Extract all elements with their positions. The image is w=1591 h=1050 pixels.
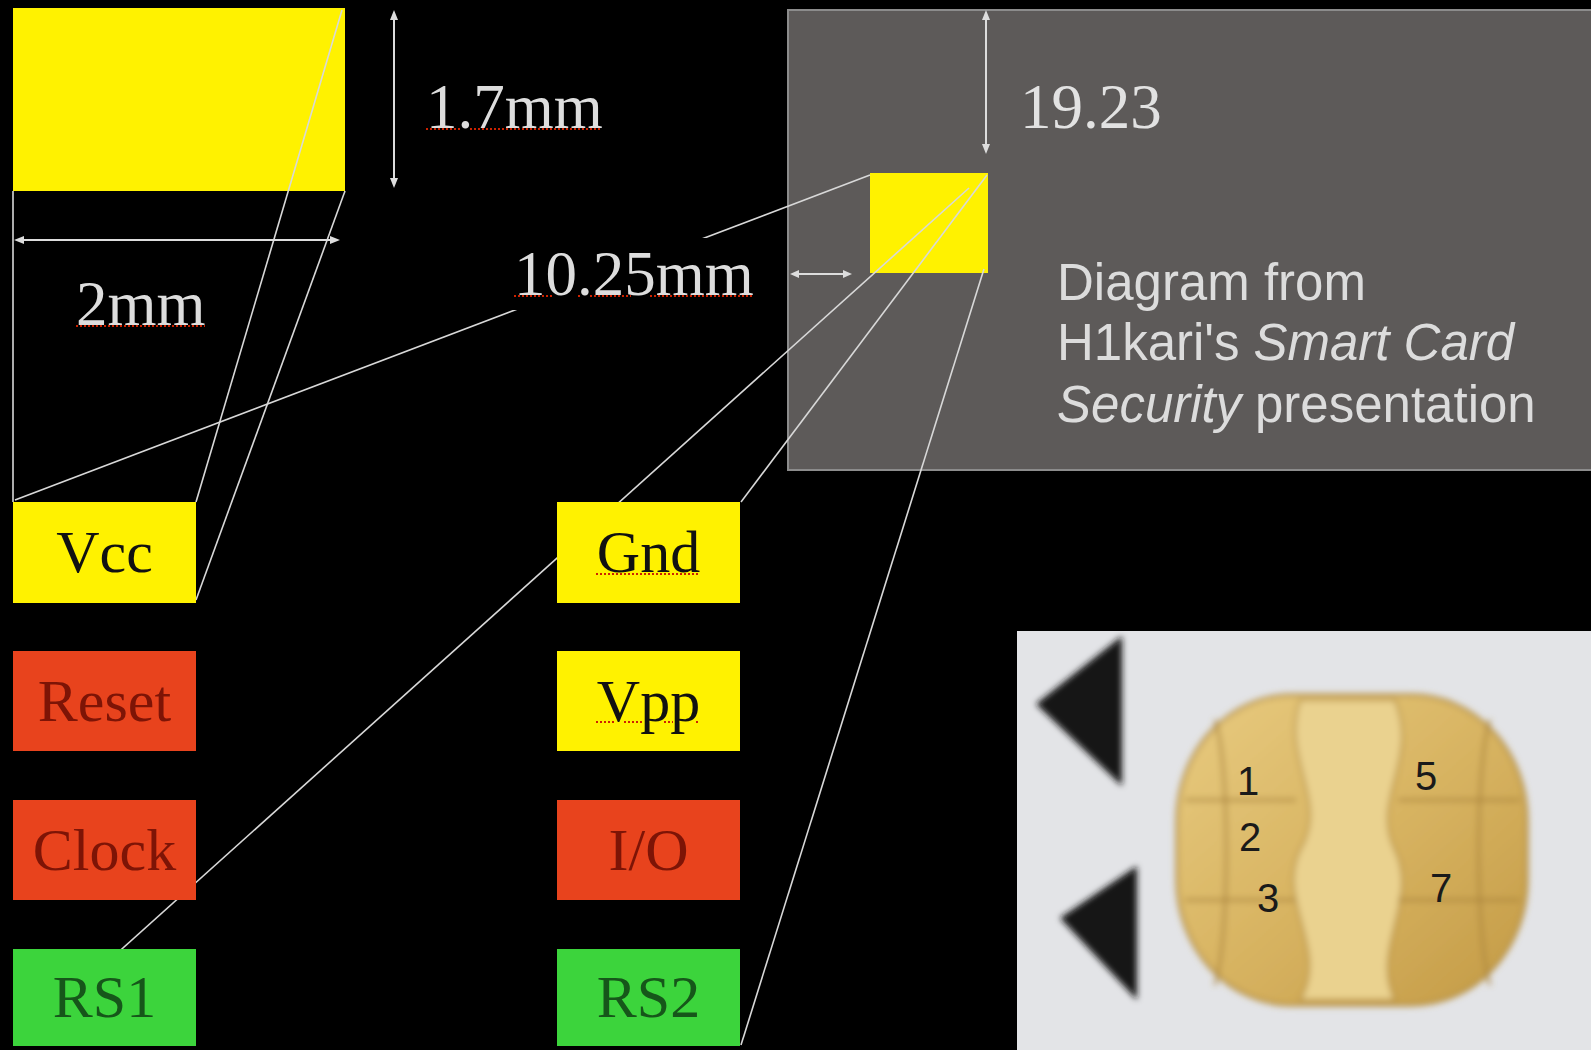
leader-line: [741, 175, 987, 502]
credit-note: Smart Card: [1253, 314, 1514, 373]
pin-box: RS1: [13, 949, 196, 1046]
leader-line: [12, 191, 14, 502]
pin-name: RS2: [597, 963, 700, 1032]
pin-box: Clock: [13, 800, 196, 900]
photo-ground: [1017, 631, 1591, 1050]
pin-number: 2: [1239, 814, 1261, 860]
chip-contacts: [1185, 720, 1520, 985]
dimension-arrows: [14, 10, 990, 278]
leader-line: [196, 191, 345, 600]
chip-center: [1293, 700, 1402, 1000]
triangle-mark: [1060, 866, 1137, 1000]
pin-box: I/O: [557, 800, 740, 900]
leader-line: [741, 269, 984, 1045]
dimension: 1.7mm: [426, 71, 603, 143]
arrow-head: [790, 270, 799, 278]
leader-line: [196, 10, 342, 502]
pin-number: 1: [1237, 758, 1259, 804]
dimension: 19.23: [1020, 71, 1162, 143]
credit-note: Diagram from: [1057, 254, 1366, 313]
dimension-line: [393, 14, 395, 184]
arrow-head: [843, 270, 852, 278]
pin-box: Vcc: [13, 502, 196, 603]
dimension: 2mm: [76, 268, 206, 340]
pin-box: RS2: [557, 949, 740, 1046]
dimension-line: [793, 273, 848, 275]
pin-name: Clock: [33, 816, 176, 885]
contact-line: [1185, 899, 1296, 902]
triangle-mark: [1036, 636, 1122, 786]
credit-note: presentation: [1255, 376, 1536, 435]
leader-lines: [13, 10, 987, 1045]
pin-number: 3: [1257, 875, 1279, 921]
leader-line: [15, 175, 870, 500]
pin-number: 7: [1430, 865, 1452, 911]
credit-note: H1kari's: [1057, 314, 1240, 373]
pad-zoom: [13, 8, 345, 191]
pin-name: RS1: [53, 963, 156, 1032]
dimension-line: [985, 14, 987, 150]
card-photo: [1017, 631, 1591, 1050]
arrow-head: [14, 236, 24, 244]
pin-box: Gnd: [557, 502, 740, 603]
arrow-head: [330, 236, 340, 244]
photo-blur: [1036, 636, 1527, 1005]
pin-name: Reset: [38, 667, 171, 736]
pin-box: Reset: [13, 651, 196, 751]
pin-box: Vpp: [557, 651, 740, 751]
contact-line: [1479, 720, 1490, 985]
contact-line: [1398, 799, 1520, 802]
dimension-line: [18, 239, 336, 241]
contact-line: [1398, 899, 1520, 902]
pin-name: I/O: [609, 816, 689, 885]
dimension: 10.25mm: [510, 238, 758, 310]
arrow-head: [390, 10, 398, 20]
chip: [1177, 695, 1527, 1005]
arrow-head: [982, 10, 990, 20]
pin-name: Vpp: [597, 667, 700, 736]
pin-name: Gnd: [597, 518, 700, 587]
arrow-head: [390, 178, 398, 188]
pin-name: Vcc: [56, 518, 153, 587]
contact-line: [1215, 720, 1226, 985]
leader-line: [15, 188, 969, 1045]
pin-number: 5: [1415, 753, 1437, 799]
arrow-head: [982, 144, 990, 154]
card-panel: [788, 10, 1591, 470]
credit-note: Security: [1057, 376, 1241, 435]
